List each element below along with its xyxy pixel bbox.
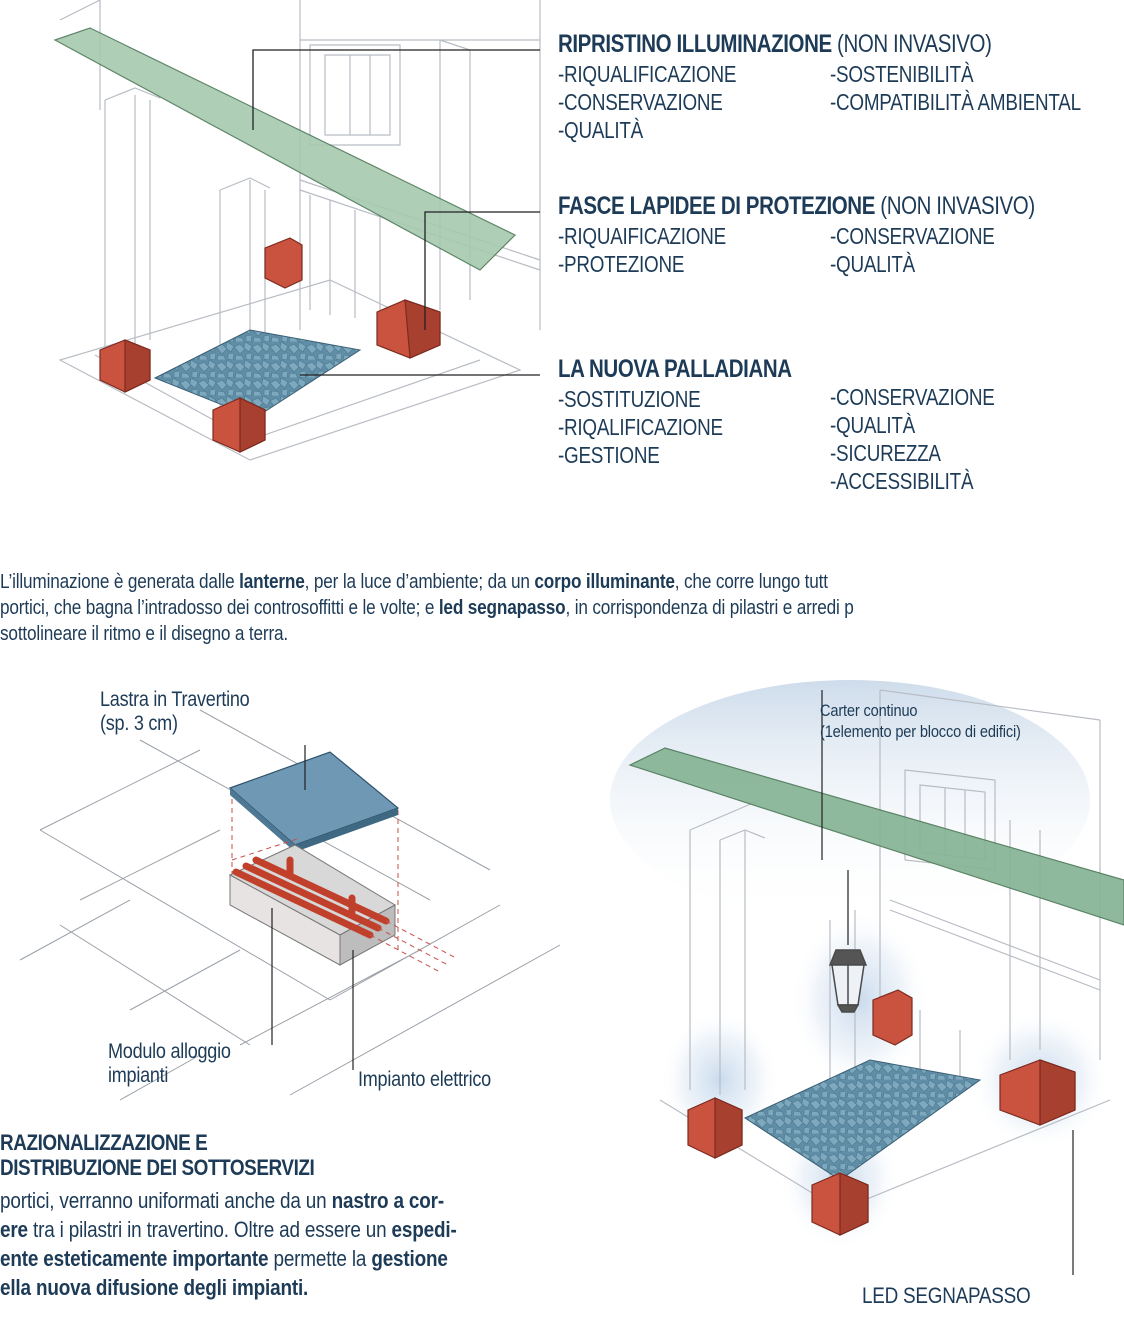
section2-title-light: (NON INVASIVO) [880, 192, 1035, 220]
paragraph-line: ella nuova difusione degli impianti. [0, 1273, 457, 1302]
paragraph-line: portici, che bagna l’intradosso dei cont… [0, 595, 854, 621]
rational-title-line1: RAZIONALIZZAZIONE E [0, 1130, 208, 1155]
text-run-bold: espedi- [391, 1217, 457, 1242]
list-item: -RIQUAIFICAZIONE [558, 223, 726, 249]
carter-label-line1: Carter continuo [820, 701, 918, 720]
lastra-label-line2: (sp. 3 cm) [100, 712, 178, 735]
list-item: -CONSERVAZIONE [558, 89, 723, 115]
section1-col2: -SOSTENIBILITÀ -COMPATIBILITÀ AMBIENTAL [830, 60, 1081, 116]
text-run: portici, verranno uniformati anche da un [0, 1188, 332, 1213]
list-item: -SOSTITUZIONE [558, 386, 701, 412]
text-run: L’illuminazione è generata dalle [0, 571, 240, 593]
list-item: -SICUREZZA [830, 440, 941, 466]
list-item: -RIQUALIFICAZIONE [558, 61, 737, 87]
brick-bases-top [99, 237, 441, 453]
green-beam-top [53, 27, 517, 271]
list-item: -QUALITÀ [830, 251, 916, 277]
lighting-paragraph: L’illuminazione è generata dalle lantern… [0, 569, 854, 647]
list-item: -ACCESSIBILITÀ [830, 468, 974, 494]
palladiana-paving-top [153, 329, 362, 419]
list-item: -PROTEZIONE [558, 251, 685, 277]
leader-lines-render [821, 690, 1074, 1275]
section2-col2: -CONSERVAZIONE -QUALITÀ [830, 222, 995, 278]
text-run-bold: led segnapasso [438, 597, 566, 619]
text-run: , che corre lungo tutt [674, 571, 828, 593]
section2-col1: -RIQUAIFICAZIONE -PROTEZIONE [558, 222, 726, 278]
rational-paragraph: portici, verranno uniformati anche da un… [0, 1186, 457, 1302]
modulo-label: Modulo alloggio impianti [108, 1040, 231, 1088]
list-item: -RIQALIFICAZIONE [558, 414, 723, 440]
lastra-label: Lastra in Travertino (sp. 3 cm) [100, 688, 250, 736]
lantern-icon [828, 870, 868, 1013]
text-run-bold: ere [0, 1217, 28, 1242]
list-item: -GESTIONE [558, 442, 660, 468]
list-item: -CONSERVAZIONE [830, 223, 995, 249]
section1-title-bold: RIPRISTINO ILLUMINAZIONE [558, 30, 832, 58]
text-run-bold: ente esteticamente importante [0, 1246, 269, 1271]
paragraph-line: ere tra i pilastri in travertino. Oltre … [0, 1215, 457, 1244]
section3-title: LA NUOVA PALLADIANA [558, 355, 792, 384]
text-run: tra i pilastri in travertino. Oltre ad e… [27, 1217, 392, 1242]
paragraph-line: sottolineare il ritmo e il disegno a ter… [0, 623, 289, 645]
impianto-label: Impianto elettrico [358, 1068, 491, 1091]
section3-col2: -CONSERVAZIONE -QUALITÀ -SICUREZZA -ACCE… [830, 383, 995, 495]
leader-lines-top [252, 49, 540, 376]
lastra-assembly [228, 751, 457, 973]
section3-title-bold: LA NUOVA PALLADIANA [558, 355, 792, 383]
list-item: -COMPATIBILITÀ AMBIENTAL [830, 89, 1081, 115]
text-run-bold: ella nuova difusione degli impianti. [0, 1275, 309, 1300]
paragraph-line: L’illuminazione è generata dalle lantern… [0, 569, 854, 595]
lastra-label-line1: Lastra in Travertino [100, 688, 250, 711]
modulo-label-line1: Modulo alloggio [108, 1040, 231, 1063]
carter-label-line2: (1elemento per blocco di edifici) [820, 722, 1021, 741]
section1-title: RIPRISTINO ILLUMINAZIONE (NON INVASIVO) [558, 30, 992, 59]
text-run: , per la luce d’ambiente; da un [304, 571, 535, 593]
section2-title-bold: FASCE LAPIDEE DI PROTEZIONE [558, 192, 875, 220]
rational-title: RAZIONALIZZAZIONE E DISTRIBUZIONE DEI SO… [0, 1130, 315, 1180]
text-run-bold: nastro a cor- [331, 1188, 445, 1213]
text-run: portici, che bagna l’intradosso dei cont… [0, 597, 439, 619]
list-item: -SOSTENIBILITÀ [830, 61, 974, 87]
section1-title-light: (NON INVASIVO) [837, 30, 992, 58]
leader-lines-detail [271, 745, 354, 1070]
led-label: LED SEGNAPASSO [862, 1283, 1031, 1308]
text-run: permette la [268, 1246, 372, 1271]
brick-bases-render [687, 989, 1076, 1236]
palladiana-paving-render [743, 1059, 982, 1181]
text-run-bold: lanterne [239, 571, 305, 593]
green-beam-render [628, 747, 1124, 926]
paragraph-line: ente esteticamente importante permette l… [0, 1244, 457, 1273]
section2-title: FASCE LAPIDEE DI PROTEZIONE (NON INVASIV… [558, 192, 1035, 221]
list-item: -QUALITÀ [830, 412, 916, 438]
rational-title-line2: DISTRIBUZIONE DEI SOTTOSERVIZI [0, 1155, 315, 1180]
carter-label: Carter continuo (1elemento per blocco di… [820, 700, 1021, 742]
text-run-bold: corpo illuminante [534, 571, 675, 593]
text-run-bold: gestione [371, 1246, 448, 1271]
text-run: , in corrispondenza di pilastri e arredi… [565, 597, 854, 619]
section3-col1: -SOSTITUZIONE -RIQALIFICAZIONE -GESTIONE [558, 385, 723, 469]
paragraph-line: portici, verranno uniformati anche da un… [0, 1186, 457, 1215]
list-item: -QUALITÀ [558, 117, 644, 143]
section1-col1: -RIQUALIFICAZIONE -CONSERVAZIONE -QUALIT… [558, 60, 736, 144]
modulo-label-line2: impianti [108, 1064, 169, 1087]
list-item: -CONSERVAZIONE [830, 384, 995, 410]
